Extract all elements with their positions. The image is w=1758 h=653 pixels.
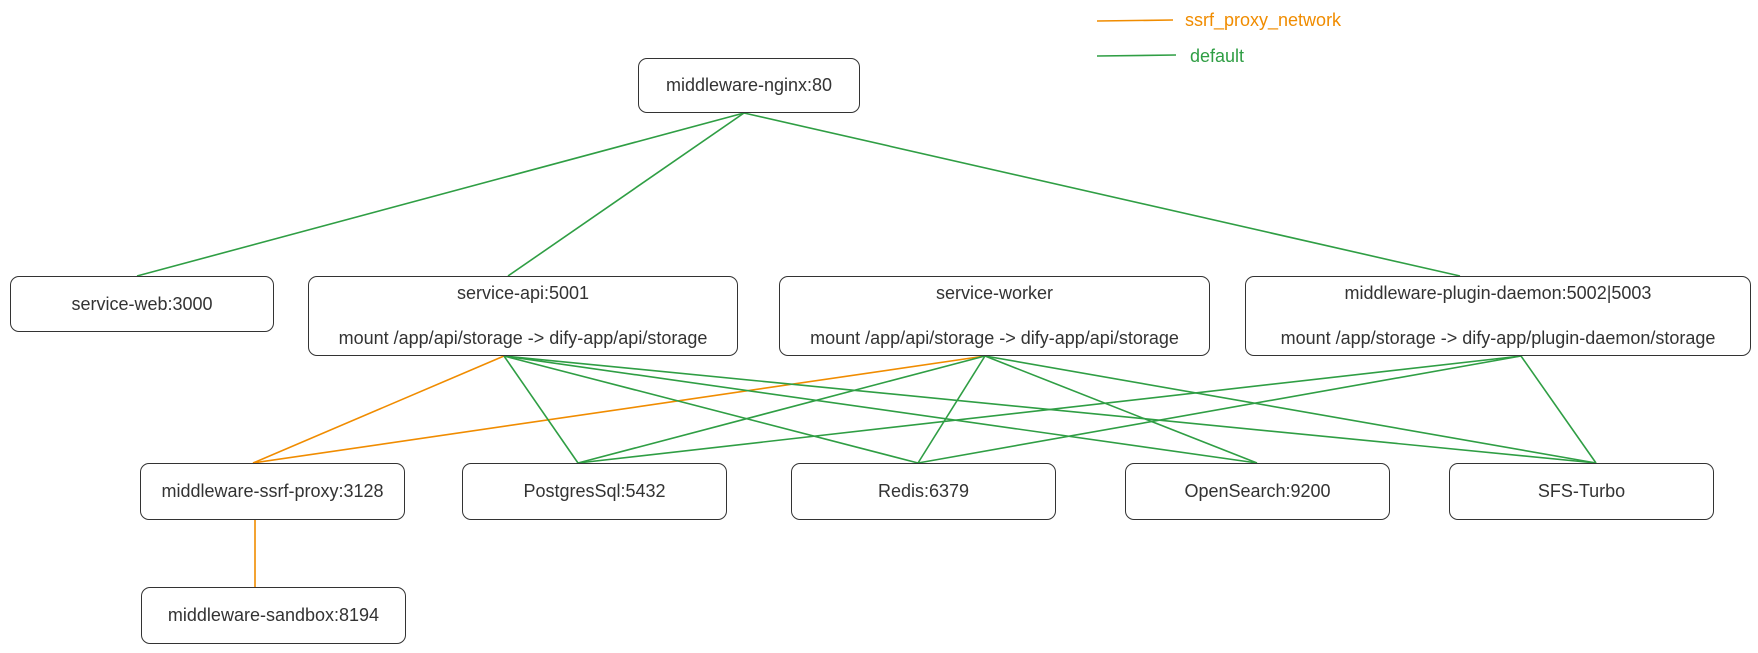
edge-worker-to-ssrf xyxy=(252,355,986,464)
edge-api-to-opensearch xyxy=(503,355,1258,464)
node-middleware-plugin-daemon[interactable]: middleware-plugin-daemon:5002|5003 mount… xyxy=(1245,276,1751,356)
edge-plugin-to-redis xyxy=(917,355,1522,464)
edge-worker-to-redis xyxy=(917,355,986,464)
node-postgressql[interactable]: PostgresSql:5432 xyxy=(462,463,727,520)
edge-api-to-postgres xyxy=(503,355,579,464)
node-label: middleware-sandbox:8194 xyxy=(167,605,380,625)
node-service-web[interactable]: service-web:3000 xyxy=(10,276,274,332)
legend-line-default xyxy=(1096,54,1177,57)
node-label: Redis:6379 xyxy=(877,481,970,501)
node-label: middleware-plugin-daemon:5002|5003 xyxy=(1344,283,1652,303)
node-redis[interactable]: Redis:6379 xyxy=(791,463,1056,520)
node-opensearch[interactable]: OpenSearch:9200 xyxy=(1125,463,1390,520)
node-sfs-turbo[interactable]: SFS-Turbo xyxy=(1449,463,1714,520)
node-middleware-ssrf-proxy[interactable]: middleware-ssrf-proxy:3128 xyxy=(140,463,405,520)
node-label: middleware-nginx:80 xyxy=(665,75,833,95)
node-detail: mount /app/api/storage -> dify-app/api/s… xyxy=(810,328,1179,348)
legend-label-default: default xyxy=(1190,46,1245,66)
node-label: service-worker xyxy=(935,283,1054,303)
node-label: SFS-Turbo xyxy=(1537,481,1626,501)
node-service-worker[interactable]: service-worker mount /app/api/storage ->… xyxy=(779,276,1210,356)
edge-api-to-redis xyxy=(503,355,919,464)
edge-api-to-ssrf xyxy=(252,355,505,464)
node-label: middleware-ssrf-proxy:3128 xyxy=(161,481,384,501)
edge-worker-to-opensearch xyxy=(984,355,1258,464)
edge-worker-to-sfs xyxy=(984,355,1597,464)
node-detail: mount /app/api/storage -> dify-app/api/s… xyxy=(338,328,708,348)
edge-plugin-to-sfs xyxy=(1520,355,1597,464)
node-service-api[interactable]: service-api:5001 mount /app/api/storage … xyxy=(308,276,738,356)
edge-plugin-to-postgres xyxy=(577,355,1522,464)
node-middleware-sandbox[interactable]: middleware-sandbox:8194 xyxy=(141,587,406,644)
legend-label-ssrf: ssrf_proxy_network xyxy=(1185,10,1342,30)
edge-nginx-to-web xyxy=(136,112,745,277)
node-label: service-api:5001 xyxy=(456,283,590,303)
edge-worker-to-postgres xyxy=(577,355,986,464)
edge-nginx-to-plugin xyxy=(743,112,1461,277)
node-label: PostgresSql:5432 xyxy=(523,481,666,501)
node-label: service-web:3000 xyxy=(71,293,213,314)
node-detail: mount /app/storage -> dify-app/plugin-da… xyxy=(1280,328,1716,348)
legend-line-ssrf xyxy=(1096,19,1174,22)
node-label: OpenSearch:9200 xyxy=(1184,481,1331,501)
node-middleware-nginx[interactable]: middleware-nginx:80 xyxy=(638,58,860,113)
edge-nginx-to-api xyxy=(507,112,745,277)
